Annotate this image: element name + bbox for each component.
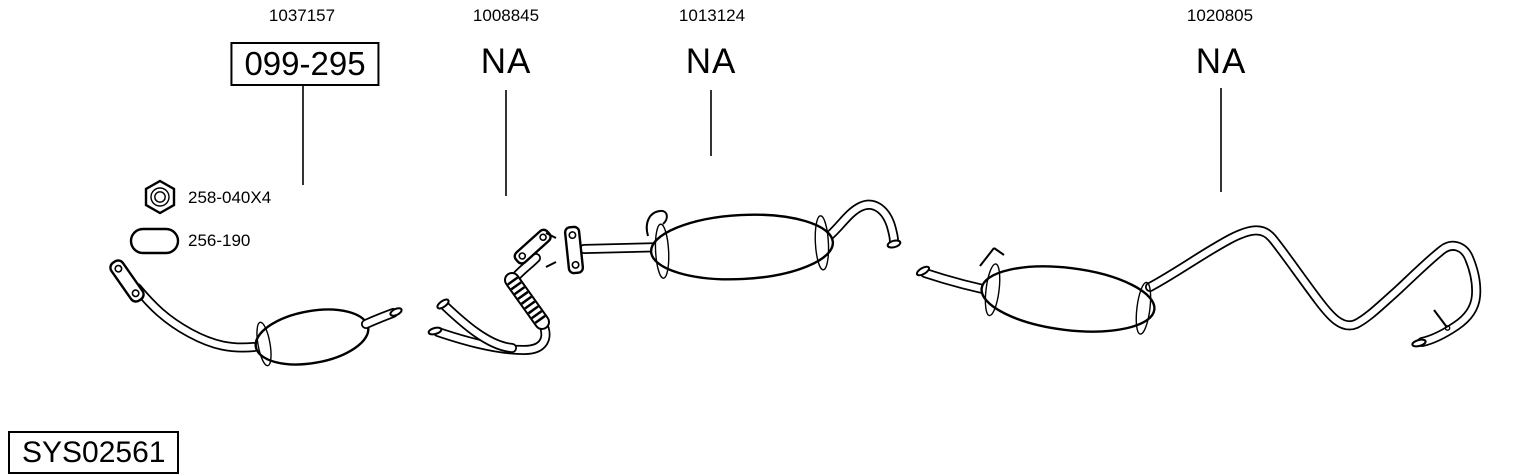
- flange-studs: [545, 232, 557, 268]
- center-muffler-drawing: [545, 199, 902, 281]
- part-ref-na-2: NA: [685, 42, 737, 81]
- pipe-open-end: [427, 326, 443, 336]
- rear-muffler-body: [980, 263, 1156, 335]
- part-ref-box[interactable]: 099-295: [230, 42, 380, 86]
- hex-nut-icon: [144, 179, 176, 215]
- hanger-rods: [979, 247, 1005, 267]
- part-ref-na-3: NA: [1195, 42, 1247, 81]
- front-flange: [109, 259, 145, 303]
- center-flange: [563, 225, 585, 275]
- pipe-open-end: [915, 265, 931, 277]
- leader-lines: [302, 84, 1222, 196]
- front-pipe-catalyst-drawing: [109, 259, 403, 367]
- part-number-1: 1037157: [268, 6, 336, 25]
- hardware-label-clamp: 256-190: [188, 231, 251, 250]
- hanger-hook: [645, 209, 668, 237]
- tailpipe: [1145, 225, 1482, 347]
- center-muffler-body: [649, 213, 835, 281]
- hardware-label-nut: 258-040X4: [188, 188, 272, 207]
- flex-flange: [513, 228, 552, 265]
- clamp-icon: [129, 227, 180, 255]
- part-ref-na-1: NA: [480, 42, 532, 81]
- pipe-open-end: [1411, 338, 1427, 348]
- pipe-open-end: [886, 239, 902, 249]
- rear-muffler-drawing: [915, 225, 1482, 348]
- hanger-pin: [1433, 309, 1447, 327]
- pipe-open-end: [436, 298, 450, 310]
- flex-pipe-drawing: [427, 228, 552, 355]
- part-number-4: 1020805: [1186, 6, 1254, 25]
- part-number-3: 1013124: [678, 6, 746, 25]
- catalytic-converter-body: [254, 308, 370, 366]
- system-code-box[interactable]: SYS02561: [8, 431, 180, 474]
- pipe-open-end: [389, 307, 403, 317]
- part-number-2: 1008845: [472, 6, 540, 25]
